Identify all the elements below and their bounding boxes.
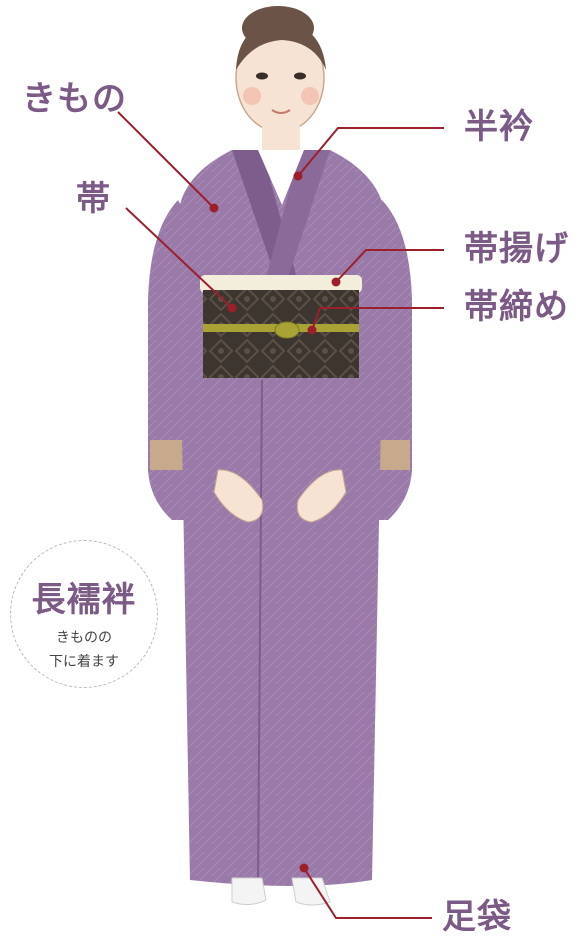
cheek-right bbox=[301, 87, 319, 105]
tabi-right bbox=[291, 877, 331, 906]
label-kimono: きもの bbox=[22, 79, 127, 119]
leader-han-eri bbox=[297, 127, 444, 177]
note-line-2: 下に着ます bbox=[49, 654, 119, 670]
head bbox=[235, 6, 326, 150]
cheek-left bbox=[243, 87, 261, 105]
note-line-1: きものの bbox=[56, 630, 112, 646]
leader-kimono bbox=[117, 111, 215, 209]
leader-dot-tabi bbox=[299, 863, 309, 873]
neck bbox=[262, 126, 300, 150]
obijime-knot bbox=[274, 321, 300, 339]
kimono-front-seam bbox=[257, 379, 263, 881]
leader-dot-kimono bbox=[209, 203, 219, 213]
label-tabi: 足袋 bbox=[442, 897, 512, 937]
note-title: 長襦袢 bbox=[31, 580, 137, 620]
leader-dot-obijime bbox=[307, 325, 317, 335]
leader-obi bbox=[125, 207, 233, 309]
obiage-band bbox=[200, 275, 362, 293]
right-eye-icon bbox=[294, 72, 306, 80]
nagajuban-note: 長襦袢 きものの 下に着ます bbox=[10, 540, 158, 688]
right-hand bbox=[296, 469, 347, 523]
kimono-collar-right bbox=[266, 150, 330, 290]
hair-front bbox=[236, 22, 326, 70]
leader-obiage bbox=[335, 249, 444, 283]
tabi-left bbox=[231, 877, 267, 906]
leader-tabi bbox=[303, 867, 432, 919]
leader-dot-han-eri bbox=[293, 171, 303, 181]
left-eye-icon bbox=[256, 72, 268, 80]
leader-dot-obi bbox=[227, 303, 237, 313]
leader-obijime bbox=[311, 307, 444, 331]
leader-lines bbox=[117, 111, 444, 919]
left-hand bbox=[213, 469, 264, 523]
han-eri-collar bbox=[258, 150, 304, 205]
mouth bbox=[271, 109, 291, 114]
label-obiage: 帯揚げ bbox=[464, 229, 569, 269]
label-obi: 帯 bbox=[76, 179, 111, 219]
leader-dot-obiage bbox=[331, 277, 341, 287]
label-obijime: 帯締め bbox=[464, 287, 569, 327]
label-han-eri: 半衿 bbox=[464, 107, 534, 147]
